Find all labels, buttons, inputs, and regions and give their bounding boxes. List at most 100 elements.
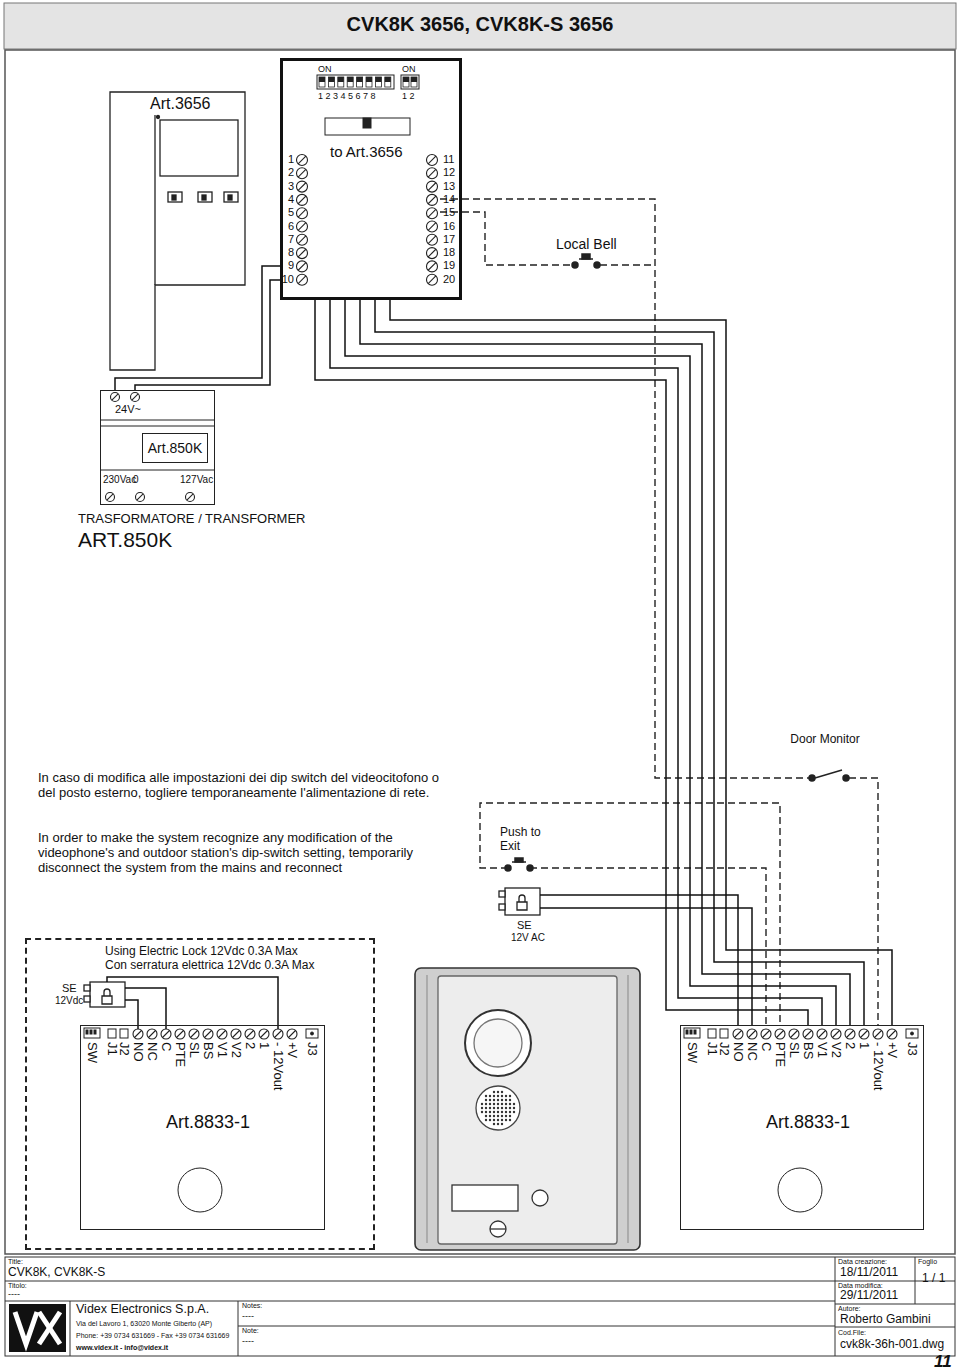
terminal-screw	[111, 393, 120, 402]
speaker-grille	[497, 1091, 499, 1093]
dip-slot	[338, 77, 344, 82]
terminal-screw	[427, 221, 438, 232]
terminal-number: 12	[443, 166, 455, 179]
board-detail	[911, 1032, 914, 1035]
terminal-screw	[297, 234, 308, 245]
transformer-detail	[100, 426, 215, 427]
terminal-number: 19	[443, 259, 455, 272]
component-label: Door Monitor	[790, 733, 860, 747]
dip-slot	[366, 77, 372, 82]
board-detail	[778, 1168, 822, 1212]
terminal-screw	[427, 181, 438, 192]
terminal-number: 2	[288, 166, 294, 179]
pin-label: J1	[105, 1042, 119, 1056]
title-block-text: cvk8k-36h-001.dwg	[840, 1338, 944, 1352]
terminal-number: 20	[443, 273, 455, 286]
speaker-grille	[489, 1115, 491, 1117]
speaker-grille	[501, 1091, 503, 1093]
terminal-screw	[217, 1029, 227, 1039]
title-block	[835, 1304, 955, 1305]
terminal-screw	[297, 208, 308, 219]
terminal-screw	[427, 155, 438, 166]
wire	[135, 280, 280, 390]
terminal-number: 16	[443, 220, 455, 233]
terminal-screw	[427, 274, 438, 285]
title-block-text: Autore:	[838, 1305, 861, 1313]
terminal-screw	[133, 1029, 143, 1039]
terminal-screw	[427, 194, 438, 205]
outdoor-station	[490, 1228, 506, 1229]
monitor-unit-text: Art.3656	[150, 95, 210, 113]
title-block-text: ----	[8, 1289, 20, 1299]
terminal-screw	[427, 208, 438, 219]
speaker-grille	[497, 1123, 499, 1125]
monitor-drawing	[228, 195, 232, 200]
page-frame	[4, 3, 956, 49]
pin-label: PTE	[773, 1042, 787, 1067]
dip-slot	[338, 77, 344, 87]
terminal-number: 6	[288, 220, 294, 233]
terminal-screw	[861, 1031, 868, 1038]
speaker-grille	[481, 1111, 483, 1113]
speaker-grille	[509, 1099, 511, 1101]
speaker-grille	[493, 1115, 495, 1117]
local-bell-button	[594, 262, 600, 268]
pin-label: 12Vout	[271, 1050, 285, 1091]
terminal-screw	[186, 493, 195, 502]
terminal-screw	[298, 169, 306, 177]
electric-lock	[499, 891, 505, 897]
board-detail	[708, 1029, 716, 1038]
terminal-screw	[749, 1031, 756, 1038]
pin-label: J1	[705, 1042, 719, 1056]
terminal-screw	[298, 249, 306, 257]
wire	[107, 977, 278, 1029]
title-block-text: Title:	[8, 1258, 23, 1266]
speaker-grille	[489, 1107, 491, 1109]
outdoor-station	[438, 976, 617, 1244]
control-board-text: Art.8833-1	[766, 1112, 850, 1133]
pin-label: +V	[885, 1042, 899, 1058]
speaker-grille	[509, 1095, 511, 1097]
speaker-grille	[493, 1119, 495, 1121]
dip-label: ON	[402, 64, 416, 74]
board-detail	[120, 1029, 128, 1038]
dip-switch	[363, 118, 371, 128]
terminal-screw	[191, 1031, 198, 1038]
speaker-grille	[505, 1111, 507, 1113]
title-block-text: CVK8K, CVK8K-S	[8, 1266, 105, 1280]
outdoor-station	[415, 968, 640, 1250]
title-block-text: Roberto Gambini	[840, 1313, 931, 1327]
dip-slot	[319, 77, 325, 82]
terminal-screw	[259, 1029, 269, 1039]
pin-label: V1	[215, 1042, 229, 1058]
speaker-grille	[485, 1111, 487, 1113]
terminal-number: 3	[288, 180, 294, 193]
pin-label: SW	[685, 1042, 699, 1063]
terminal-screw	[428, 169, 436, 177]
pin-label: SL	[787, 1042, 801, 1058]
local-bell-button	[572, 254, 600, 268]
pin-label: V2	[829, 1042, 843, 1058]
title-block	[5, 1301, 835, 1302]
pin-label: J2	[717, 1042, 731, 1056]
terminal-screw	[777, 1031, 784, 1038]
pin-label: 1	[257, 1042, 271, 1049]
page-frame	[4, 3, 956, 1254]
terminal-screw	[859, 1029, 869, 1039]
terminal-screw	[875, 1031, 882, 1038]
board-detail	[86, 1030, 88, 1034]
page-frame	[5, 50, 955, 1254]
company-logo	[39, 1312, 60, 1344]
terminal-screw	[427, 261, 438, 272]
title-block	[238, 1326, 835, 1327]
pin-label: C	[159, 1042, 173, 1051]
speaker-grille	[501, 1119, 503, 1121]
terminal-number: 11	[443, 153, 454, 166]
terminal-screw	[817, 1029, 827, 1039]
component-label: SE	[517, 919, 532, 932]
terminal-screw	[428, 276, 436, 284]
outdoor-station	[476, 1086, 520, 1130]
speaker-grille	[513, 1107, 515, 1109]
title-block	[835, 1327, 955, 1328]
speaker-grille	[493, 1111, 495, 1113]
